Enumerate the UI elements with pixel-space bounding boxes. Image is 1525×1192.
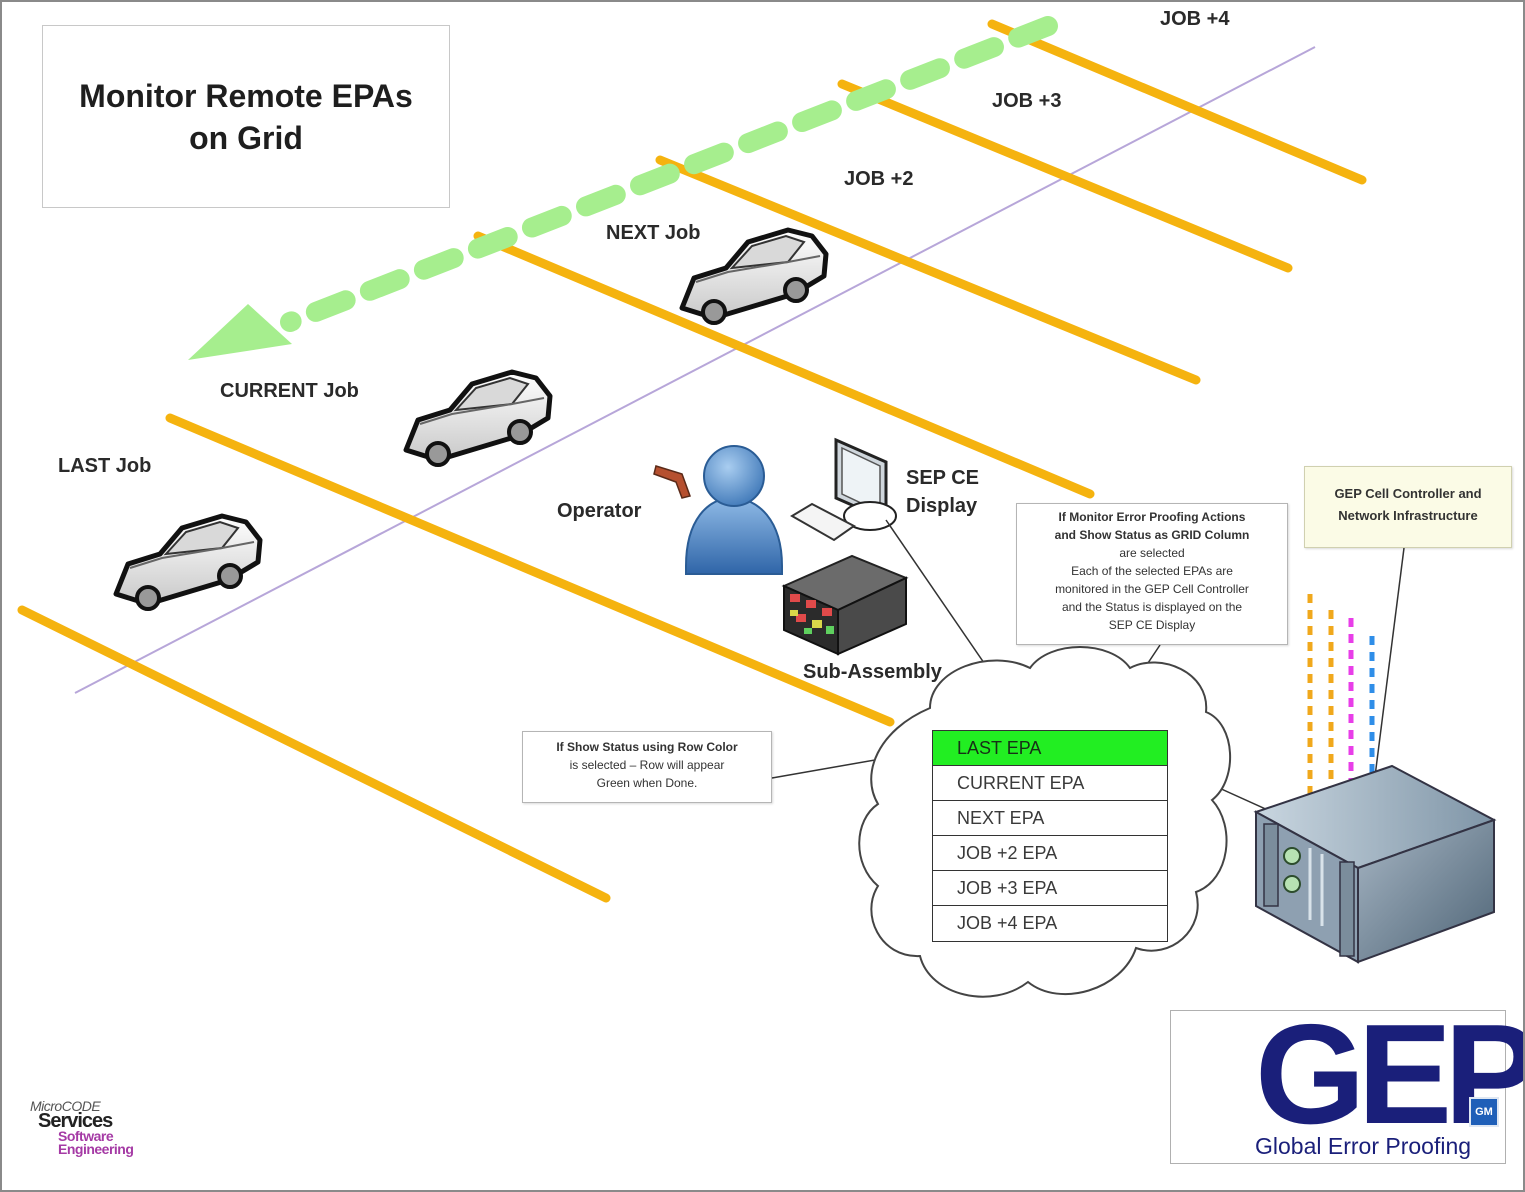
server-rack-icon: [1253, 764, 1497, 964]
note-epa-line2: and Show Status as GRID Column: [1054, 528, 1250, 542]
note-row-line2: is selected – Row will appear: [569, 758, 725, 772]
note-gep-line2: Network Infrastructure: [1338, 508, 1478, 523]
label-sep-display-line1: SEP CE: [906, 467, 979, 489]
station-line-next: [473, 231, 1095, 499]
note-epa-line3: are selected: [1119, 546, 1185, 560]
car-icon-last-job: [116, 516, 260, 609]
station-line-job-plus-3: [837, 79, 1293, 273]
epa-grid-row: JOB +3 EPA: [933, 871, 1167, 906]
note-epa-line5: monitored in the GEP Cell Controller: [1055, 582, 1249, 596]
microcode-logo-line2: Services: [38, 1110, 113, 1132]
note-gep-line1: GEP Cell Controller and: [1334, 486, 1482, 501]
epa-grid-row: NEXT EPA: [933, 801, 1167, 836]
label-job-plus-2: JOB +2: [844, 168, 914, 190]
label-current-job: CURRENT Job: [220, 380, 359, 402]
car-icon-current-job: [406, 372, 550, 465]
epa-grid: LAST EPA CURRENT EPA NEXT EPA JOB +2 EPA…: [932, 730, 1168, 942]
note-epa-line4: Each of the selected EPAs are: [1071, 564, 1233, 578]
note-gep-controller: GEP Cell Controller and Network Infrastr…: [1304, 466, 1512, 548]
car-icon-next-job: [682, 230, 826, 323]
label-next-job: NEXT Job: [606, 222, 701, 244]
label-operator: Operator: [557, 500, 642, 522]
microcode-logo-engineering: Engineering: [58, 1141, 134, 1157]
scanner-icon: [653, 465, 691, 499]
label-sep-display-line2: Display: [906, 495, 978, 517]
note-row-line3: Green when Done.: [596, 776, 698, 790]
note-row-line1: If Show Status using Row Color: [556, 740, 738, 754]
station-line-current: [165, 413, 895, 727]
keyboard-icon: [790, 502, 856, 542]
diagram-title: Monitor Remote EPAs on Grid: [79, 77, 413, 156]
label-sep-display: SEP CE Display: [906, 464, 979, 520]
label-job-plus-3: JOB +3: [992, 90, 1062, 112]
note-monitor-epa: If Monitor Error Proofing Actions and Sh…: [1016, 503, 1288, 645]
note-epa-line7: SEP CE Display: [1108, 618, 1196, 632]
title-box: Monitor Remote EPAs on Grid: [42, 25, 450, 208]
epa-grid-row: JOB +2 EPA: [933, 836, 1167, 871]
gm-badge-icon: GM: [1469, 1097, 1499, 1127]
epa-grid-row: JOB +4 EPA: [957, 913, 1058, 933]
line-centerline: [74, 46, 1316, 694]
note-epa-line1: If Monitor Error Proofing Actions: [1058, 510, 1246, 524]
gep-logo-wordmark: GEP: [1255, 995, 1525, 1154]
gep-logo-tagline: Global Error Proofing: [1255, 1133, 1472, 1159]
microcode-logo-line1: MicroCODE: [30, 1098, 101, 1114]
sub-assembly-bin-icon: [781, 554, 909, 656]
station-lines: [17, 19, 1367, 903]
gep-logo: GEP Global Error Proofing GM: [1170, 995, 1525, 1164]
label-last-job: LAST Job: [58, 455, 152, 477]
sep-display-monitor-icon: [834, 437, 897, 531]
epa-grid-row: LAST EPA: [933, 731, 1167, 766]
flow-direction-arrow: [188, 16, 1058, 360]
station-line-job-plus-4: [987, 19, 1367, 185]
microcode-logo-line3: Software Engineering: [58, 1128, 134, 1157]
microcode-logo: MicroCODE Services Software Engineering: [30, 1098, 190, 1162]
note-epa-line6: and the Status is displayed on the: [1061, 600, 1243, 614]
label-sub-assembly: Sub-Assembly: [803, 661, 942, 683]
operator-icon: [685, 445, 783, 575]
note-row-color: If Show Status using Row Color is select…: [522, 731, 772, 803]
label-job-plus-4: JOB +4: [1160, 8, 1230, 30]
epa-grid-row: CURRENT EPA: [933, 766, 1167, 801]
station-line-last: [17, 605, 611, 903]
microcode-logo-software: Software: [58, 1128, 114, 1144]
station-line-job-plus-2: [655, 155, 1201, 385]
